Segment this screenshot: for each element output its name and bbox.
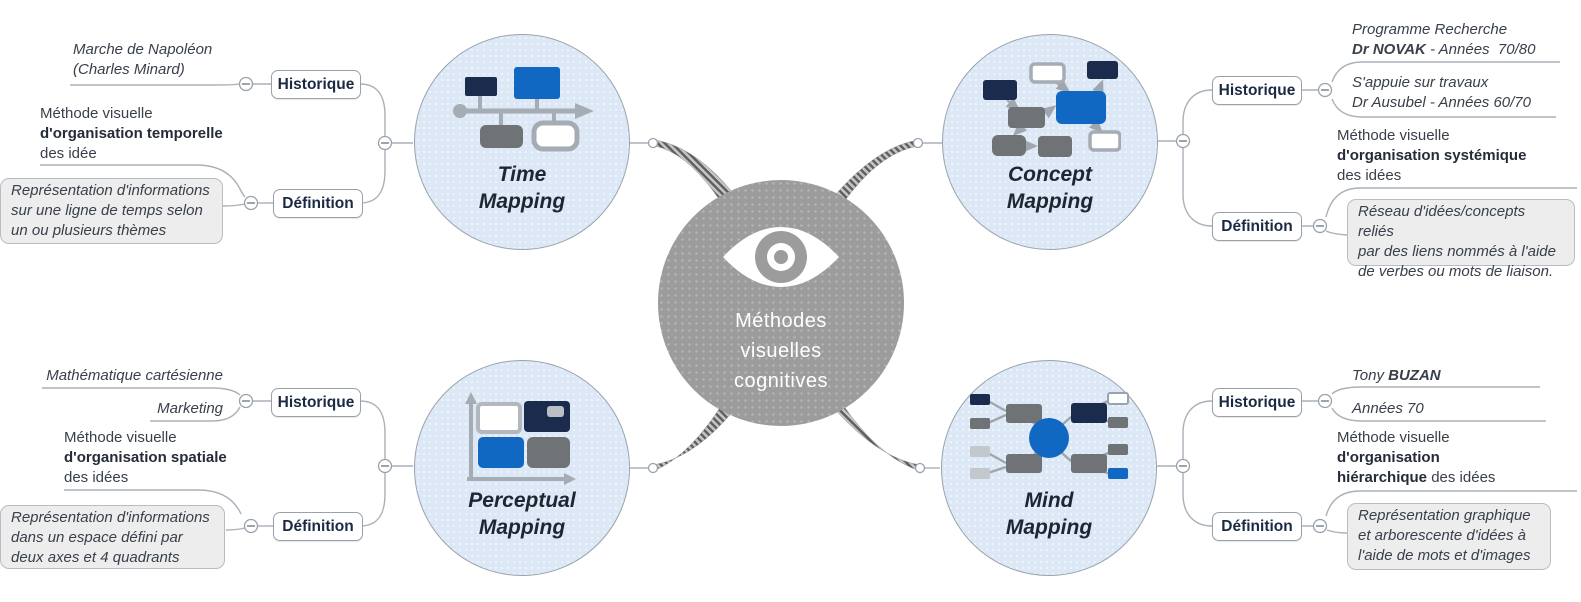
mind-historique-item1[interactable]: Tony BUZAN <box>1352 367 1441 384</box>
perceptual-historique-item1[interactable]: Mathématique cartésienne <box>46 367 223 384</box>
mind-historique-item2[interactable]: Années 70 <box>1352 400 1424 417</box>
topic-title: Time Mapping <box>478 163 566 213</box>
time-historique-item[interactable]: Marche de Napoléon (Charles Minard) <box>73 41 213 78</box>
link-dots <box>647 137 926 474</box>
collapse-button[interactable] <box>1312 218 1328 234</box>
mind-definition-note[interactable]: Représentation graphique et arborescente… <box>1347 503 1551 570</box>
node-concept-historique[interactable]: Historique <box>1212 76 1302 105</box>
topic-title: Concept Mapping <box>1006 163 1094 213</box>
central-topic[interactable]: Méthodes visuelles cognitives <box>658 180 904 426</box>
node-mind-historique[interactable]: Historique <box>1212 388 1302 417</box>
node-perceptual-definition[interactable]: Définition <box>273 512 363 541</box>
collapse-button[interactable] <box>238 393 254 409</box>
quadrant-chart-icon <box>465 392 576 485</box>
concept-definition-note[interactable]: Réseau d'idées/concepts reliés par des l… <box>1347 199 1575 280</box>
concept-map-icon <box>983 61 1121 157</box>
eye-icon <box>723 227 839 287</box>
topic-circle-time-mapping[interactable]: Time Mapping <box>414 34 630 250</box>
mind-map-icon <box>970 392 1129 479</box>
thin-wires <box>40 61 1577 534</box>
node-concept-definition[interactable]: Définition <box>1212 212 1302 241</box>
link-dot <box>647 137 659 149</box>
topic-title: Perceptual Mapping <box>468 489 576 539</box>
topic-circle-concept-mapping[interactable]: Concept Mapping <box>942 34 1158 250</box>
central-topic-title: Méthodes visuelles cognitives <box>734 310 828 392</box>
topic-title: Mind Mapping <box>1005 489 1093 539</box>
link-dot <box>647 462 659 474</box>
collapse-button[interactable] <box>1175 133 1191 149</box>
collapse-button[interactable] <box>377 135 393 151</box>
collapse-button[interactable] <box>1317 82 1333 98</box>
node-perceptual-historique[interactable]: Historique <box>271 388 361 417</box>
node-time-definition[interactable]: Définition <box>273 189 363 218</box>
collapse-button[interactable] <box>243 518 259 534</box>
collapse-button[interactable] <box>377 458 393 474</box>
concept-historique-item2[interactable]: S'appuie sur travaux Dr Ausubel - Années… <box>1352 74 1531 111</box>
collapse-button[interactable] <box>1312 518 1328 534</box>
timeline-icon <box>453 67 594 152</box>
collapse-buttons <box>238 76 1333 534</box>
collapse-button[interactable] <box>1175 458 1191 474</box>
topic-circle-perceptual-mapping[interactable]: Perceptual Mapping <box>414 360 630 576</box>
collapse-button[interactable] <box>243 195 259 211</box>
link-dot <box>914 462 926 474</box>
node-time-historique[interactable]: Historique <box>271 70 361 99</box>
node-mind-definition[interactable]: Définition <box>1212 512 1302 541</box>
time-definition-note[interactable]: Représentation d'informations sur une li… <box>0 178 223 244</box>
perceptual-definition-note[interactable]: Représentation d'informations dans un es… <box>0 505 225 569</box>
link-dot <box>912 137 924 149</box>
topic-circle-mind-mapping[interactable]: Mind Mapping <box>941 360 1157 576</box>
perceptual-historique-item2[interactable]: Marketing <box>157 400 223 417</box>
collapse-button[interactable] <box>1317 393 1333 409</box>
collapse-button[interactable] <box>238 76 254 92</box>
